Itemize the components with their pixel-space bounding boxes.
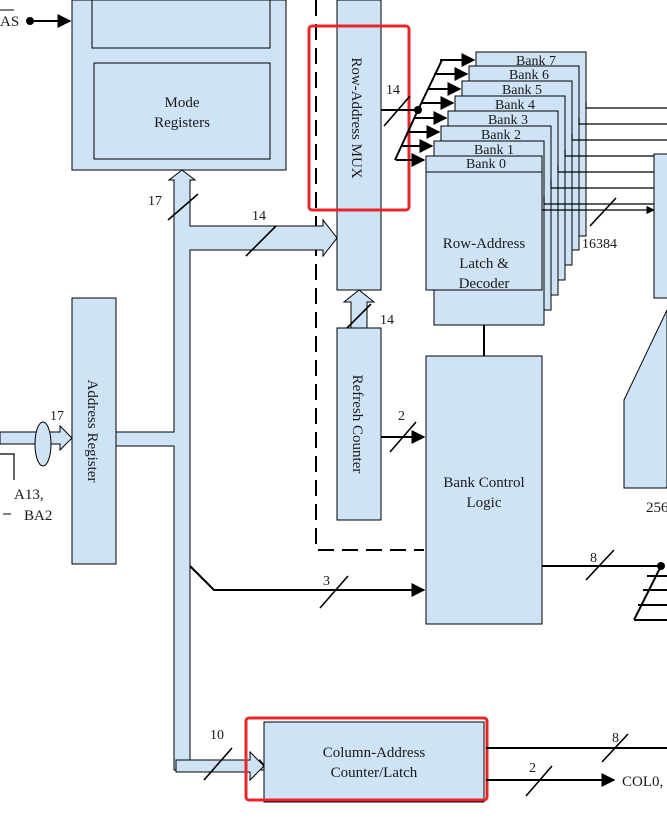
column-out-bottom-slash: [525, 765, 553, 797]
mode-in-width: 17: [148, 194, 162, 209]
address-input-ellipse: [34, 421, 52, 467]
column-address-counter-highlight: [244, 716, 489, 802]
column-input-slash: [203, 747, 233, 781]
row-latch-label-line3: Decoder: [459, 276, 510, 292]
mux-in-slash: [245, 225, 277, 257]
bank-0-label: Bank 0: [466, 157, 506, 172]
bank-4-label: Bank 4: [495, 98, 535, 113]
mux-out-slash: [383, 95, 411, 127]
mode-registers-box: [93, 62, 271, 160]
mode-in-slash: [167, 193, 199, 221]
bank-control-label-line1: Bank Control: [443, 475, 524, 491]
refresh-to-bank-control-slash: [389, 421, 417, 453]
sense-amp-partial: [623, 309, 667, 489]
column-out-top-width: 8: [612, 731, 619, 746]
column-out-top-slash: [601, 733, 629, 763]
address-label-ba2: BA2: [24, 508, 52, 524]
mode-registers-label-line1: Mode: [165, 95, 200, 111]
decoder-out-slash: [589, 197, 617, 227]
bank-control-logic-block: [425, 355, 543, 625]
decoder-out-width: 16384: [582, 237, 617, 252]
row-latch-label-line2: Latch &: [459, 256, 509, 272]
address-register-block: [71, 297, 117, 565]
bank-3-label: Bank 3: [488, 113, 528, 128]
address-to-bank-control-slash: [319, 575, 349, 609]
bank-6-label: Bank 6: [509, 68, 549, 83]
refresh-dashed-boundary: [315, 0, 424, 551]
bank-5-label: Bank 5: [502, 83, 542, 98]
address-distribution-bus: [115, 169, 338, 771]
mode-registers-label-line2: Registers: [154, 115, 210, 131]
decoder-output-lines: [543, 102, 667, 205]
refresh-to-mux-slash: [346, 303, 372, 329]
mux-out-width: 14: [386, 83, 400, 98]
row-latch-label-line1: Row-Address: [443, 236, 526, 252]
refresh-to-bank-control-width: 2: [398, 409, 405, 424]
row-latch-decoder-block: [425, 155, 543, 291]
bank-control-label-line2: Logic: [467, 495, 502, 511]
address-input-width: 17: [50, 409, 64, 424]
address-input-lead: [0, 453, 15, 480]
bank-1-label: Bank 1: [474, 143, 514, 158]
cas-signal-label: AS: [0, 14, 19, 30]
row-address-mux-highlight: [307, 24, 411, 212]
refresh-counter-label: Refresh Counter: [349, 375, 365, 474]
column-input-width: 10: [210, 728, 224, 743]
bank-control-fanout: [633, 565, 667, 621]
row-address-mux-label: Row-Address MUX: [348, 57, 364, 178]
column-out-bottom-width: 2: [529, 761, 536, 776]
mux-output-fanout: [381, 53, 476, 167]
partial-right-value: 256: [646, 500, 667, 516]
bank-2-label: Bank 2: [481, 128, 521, 143]
row-address-mux-block: [336, 0, 382, 291]
address-to-bank-control-width: 3: [323, 574, 330, 589]
column-address-counter-block: [263, 721, 485, 803]
refresh-to-mux-bus: [342, 289, 376, 329]
address-register-label: Address Register: [84, 380, 100, 483]
address-label-a13: A13,: [14, 487, 44, 503]
mode-registers-upper-box: [91, 0, 271, 49]
column-input-bus: [175, 750, 265, 782]
refresh-counter-block: [336, 327, 382, 521]
column-counter-label-line1: Column-Address: [323, 745, 426, 761]
refresh-to-mux-width: 14: [380, 313, 394, 328]
column-counter-label-line2: Counter/Latch: [331, 765, 418, 781]
column-output-label: COL0,: [622, 774, 663, 790]
address-to-bank-control-wire: [189, 565, 426, 597]
bank-control-out-width: 8: [590, 551, 597, 566]
bank-control-out-slash: [585, 549, 615, 581]
memory-array-block-partial: [653, 153, 667, 299]
mux-in-width: 14: [252, 209, 266, 224]
bank-7-label: Bank 7: [516, 54, 556, 69]
